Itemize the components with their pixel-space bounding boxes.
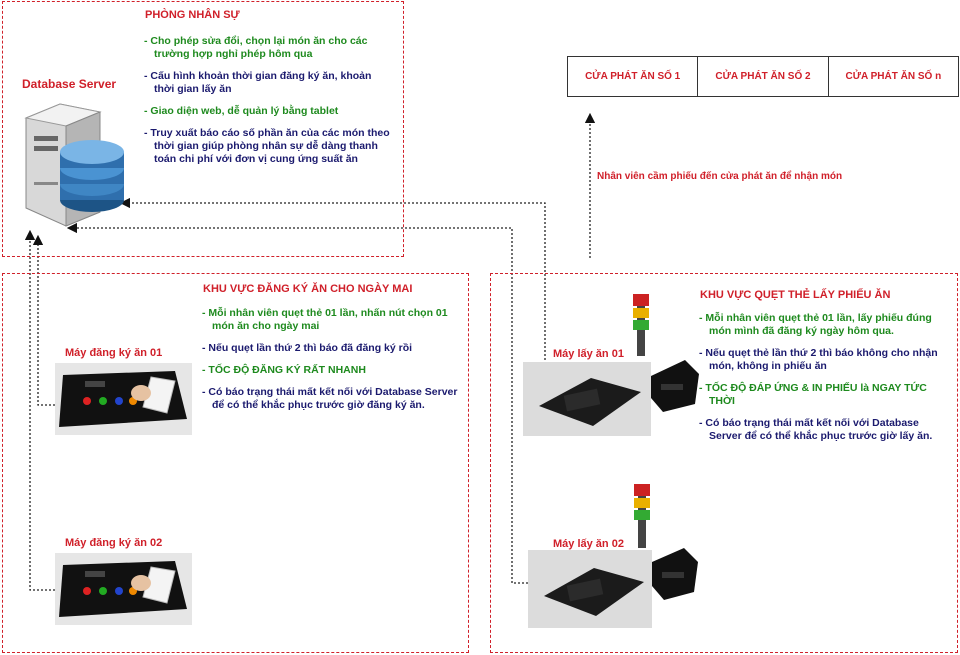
register-area bbox=[2, 273, 469, 653]
scan-title: KHU VỰC QUẸT THẺ LẤY PHIẾU ĂN bbox=[700, 289, 891, 301]
register-machine-2-label: Máy đăng ký ăn 02 bbox=[65, 537, 163, 549]
serving-windows: CỬA PHÁT ĂN SỐ 1 CỬA PHÁT ĂN SỐ 2 CỬA PH… bbox=[567, 56, 959, 97]
register-title: KHU VỰC ĐĂNG KÝ ĂN CHO NGÀY MAI bbox=[203, 283, 413, 295]
scan-feature-item: TỐC ĐỘ ĐÁP ỨNG & IN PHIẾU là NGAY TỨC TH… bbox=[699, 382, 954, 408]
register-feature-item: TỐC ĐỘ ĐĂNG KÝ RẤT NHANH bbox=[202, 364, 460, 377]
window-1: CỬA PHÁT ĂN SỐ 1 bbox=[568, 57, 699, 96]
register-feature-item: Có báo trạng thái mất kết nối với Databa… bbox=[202, 386, 460, 412]
scan-machine-1-label: Máy lấy ăn 01 bbox=[553, 348, 624, 360]
register-feature-list: Mỗi nhân viên quẹt thẻ 01 lần, nhấn nút … bbox=[202, 307, 460, 421]
window-2: CỬA PHÁT ĂN SỐ 2 bbox=[698, 57, 829, 96]
scan-feature-list: Mỗi nhân viên quẹt thẻ 01 lần, lấy phiếu… bbox=[699, 312, 954, 452]
register-feature-item: Mỗi nhân viên quẹt thẻ 01 lần, nhấn nút … bbox=[202, 307, 460, 333]
scan-feature-item: Nếu quẹt thẻ lần thứ 2 thì báo không cho… bbox=[699, 347, 954, 373]
hr-title: PHÒNG NHÂN SỰ bbox=[145, 9, 240, 21]
hr-feature-item: Truy xuất báo cáo số phần ăn của các món… bbox=[144, 127, 394, 166]
register-machine-1-image bbox=[55, 363, 192, 435]
pickup-note: Nhân viên cầm phiếu đến cửa phát ăn để n… bbox=[597, 171, 843, 182]
database-server-label: Database Server bbox=[22, 77, 117, 91]
scan-machine-2-image bbox=[528, 484, 698, 628]
register-feature-item: Nếu quẹt lần thứ 2 thì báo đã đăng ký rồ… bbox=[202, 342, 460, 355]
scan-machine-1-image bbox=[523, 294, 699, 436]
hr-feature-item: Cho phép sửa đổi, chọn lại món ăn cho cá… bbox=[144, 35, 394, 61]
hr-feature-item: Giao diện web, dễ quản lý bằng tablet bbox=[144, 105, 394, 118]
register-machine-1-label: Máy đăng ký ăn 01 bbox=[65, 347, 163, 359]
hr-feature-list: Cho phép sửa đổi, chọn lại món ăn cho cá… bbox=[144, 35, 394, 175]
register-machine-2-image bbox=[55, 553, 192, 625]
scan-area bbox=[490, 273, 958, 653]
scan-machine-2-label: Máy lấy ăn 02 bbox=[553, 538, 624, 550]
database-server-icon bbox=[24, 103, 124, 227]
window-n: CỬA PHÁT ĂN SỐ n bbox=[845, 71, 942, 82]
hr-feature-item: Cấu hình khoản thời gian đăng ký ăn, kho… bbox=[144, 70, 394, 96]
scan-feature-item: Mỗi nhân viên quẹt thẻ 01 lần, lấy phiếu… bbox=[699, 312, 954, 338]
hr-area bbox=[2, 1, 404, 257]
scan-feature-item: Có báo trạng thái mất kết nối với Databa… bbox=[699, 417, 954, 443]
